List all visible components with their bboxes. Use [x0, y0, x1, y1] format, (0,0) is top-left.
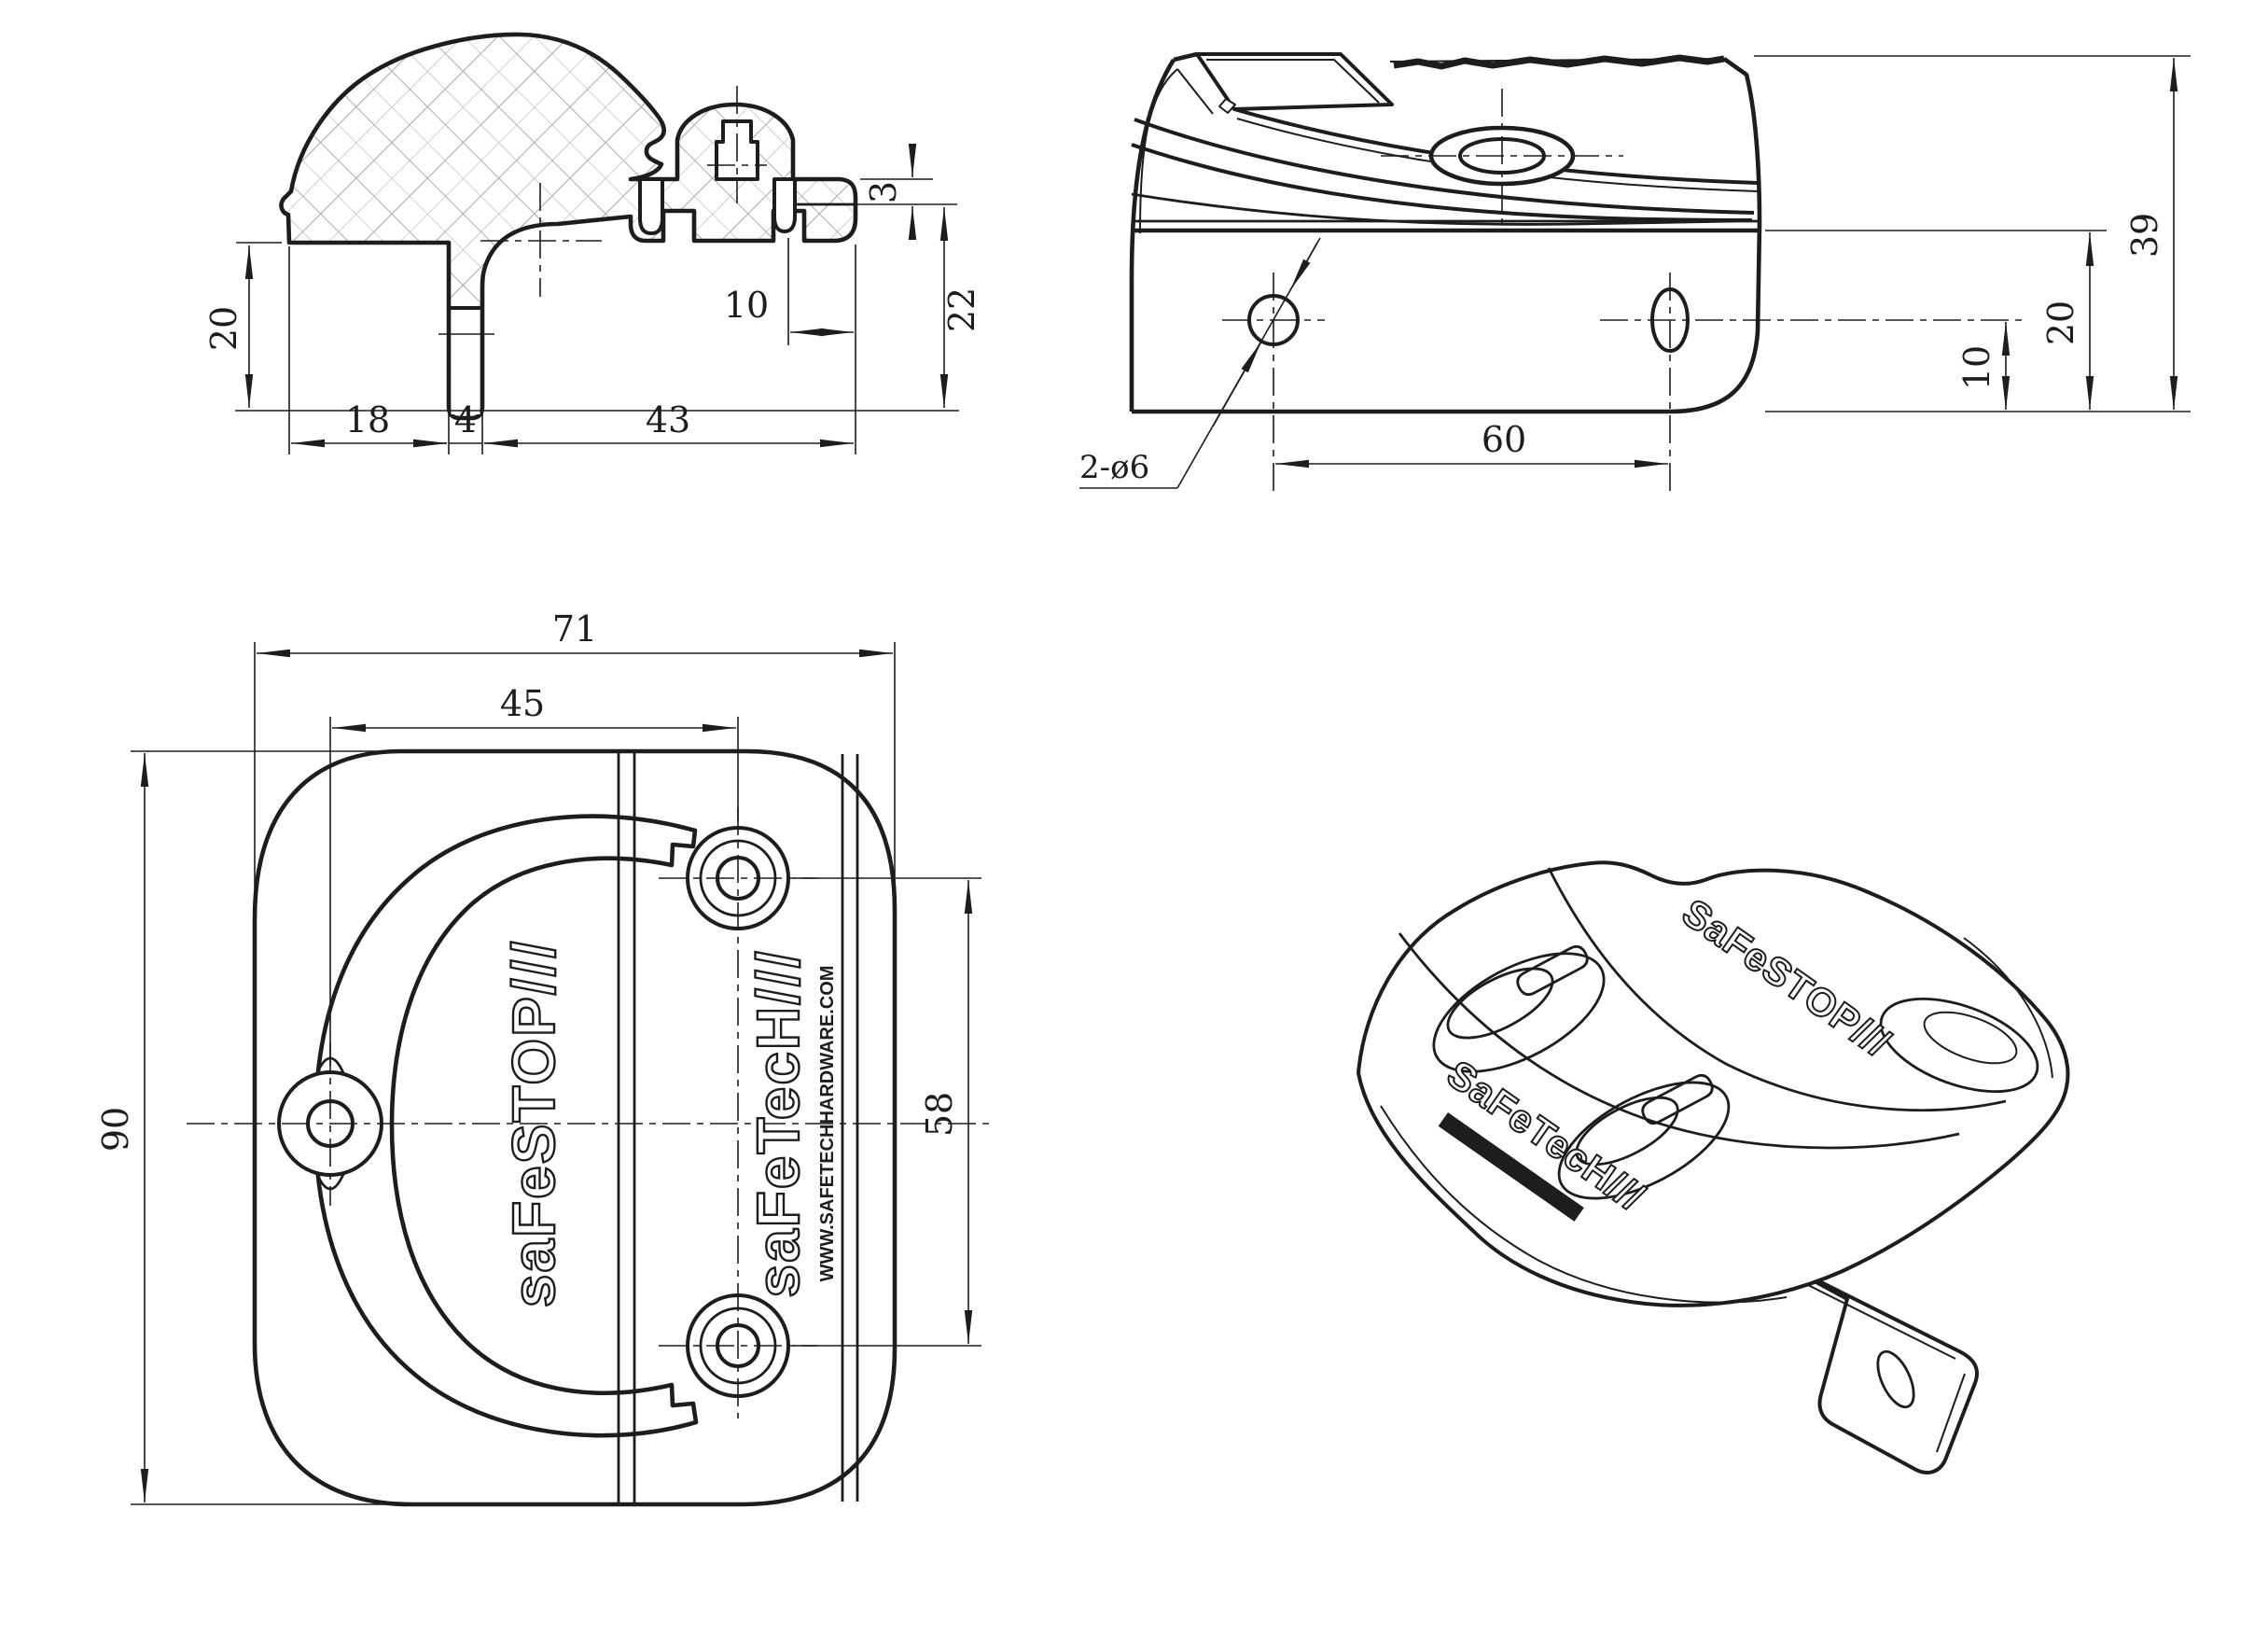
dim-label-front-10: 10	[1956, 345, 1997, 390]
iso-saddle-seams	[1398, 867, 2007, 1150]
section-leg-clear	[451, 310, 480, 414]
dim-label-section-4: 4	[454, 399, 477, 440]
dim-label-section-10: 10	[724, 285, 769, 326]
section-leg-details	[438, 306, 494, 335]
dim-section-3: 3	[863, 144, 917, 240]
section-view: 20 18 4 43 10 3 22	[203, 32, 982, 454]
front-rough-edge	[1393, 54, 1725, 70]
dim-plan-58: 58	[919, 880, 973, 1344]
iso-body-outline	[1357, 860, 2070, 1307]
plan-band	[313, 814, 699, 1438]
dim-label-plan-90: 90	[95, 1107, 136, 1152]
front-top-pad-inner	[1206, 59, 1380, 104]
iso-body-innerlines	[1380, 937, 2053, 1304]
iso-pocket-lower	[1557, 1073, 1731, 1200]
dim-plan-45: 45	[332, 683, 736, 733]
dim-section-43: 43	[484, 399, 854, 448]
dim-label-front-39: 39	[2124, 213, 2165, 258]
iso-view: SaFeSTOP/// SaFeTecH///	[1357, 860, 2070, 1474]
plan-plate-outline	[252, 748, 897, 1507]
plan-logo-safestop: saFeSTOP///	[500, 940, 567, 1307]
dim-section-4: 4	[413, 399, 518, 448]
front-hole-callout: 2-ø6	[1079, 237, 1321, 489]
front-view: 2-ø6 60 10 20 39	[1079, 51, 2191, 495]
dim-label-front-20: 20	[2040, 300, 2081, 345]
plan-centerlines	[187, 807, 989, 1418]
section-centerlines	[480, 86, 767, 297]
section-extension-lines	[235, 178, 959, 454]
front-flange-lines	[1132, 219, 1760, 233]
plan-view: saFeSTOP/// saFeTecH/// WWW.SAFETECHHARD…	[95, 608, 989, 1507]
dim-plan-71: 71	[257, 608, 893, 658]
dim-label-section-18: 18	[345, 399, 390, 440]
dim-front-60: 60	[1275, 419, 1668, 468]
front-hole-callout-label: 2-ø6	[1079, 449, 1149, 486]
front-oval-knob	[1381, 89, 1623, 224]
dim-label-plan-58: 58	[919, 1092, 960, 1137]
dim-front-39: 39	[2124, 58, 2178, 410]
front-hole-centerlines	[1222, 273, 2023, 495]
dim-label-section-3: 3	[863, 181, 904, 203]
dim-label-section-43: 43	[646, 399, 690, 440]
iso-pocket-upper	[1432, 944, 1606, 1073]
iso-pocket-right	[1879, 997, 2039, 1094]
front-body-outline	[1129, 51, 1762, 414]
front-top-pad	[1195, 52, 1394, 111]
dim-front-10: 10	[1956, 322, 2011, 410]
dim-label-plan-71: 71	[552, 608, 597, 650]
plan-logo-safetech: saFeTecH///	[744, 950, 812, 1298]
front-extension-lines	[1754, 55, 2191, 412]
dim-label-plan-45: 45	[500, 683, 545, 724]
dim-section-20: 20	[203, 245, 254, 408]
dim-section-18: 18	[291, 399, 447, 448]
dim-label-section-22: 22	[941, 287, 982, 332]
dim-section-10: 10	[724, 285, 854, 337]
dim-section-22: 22	[939, 207, 982, 408]
iso-website-bar	[1438, 1112, 1584, 1222]
section-profile-outline	[279, 32, 858, 421]
dim-plan-90: 90	[95, 753, 149, 1502]
section-channel-left	[638, 177, 664, 235]
section-channel-right	[772, 177, 797, 233]
plan-website-text: WWW.SAFETECHHARDWARE.COM	[817, 966, 838, 1282]
dim-label-section-20: 20	[203, 306, 244, 351]
dim-label-front-60: 60	[1482, 419, 1526, 460]
front-pad-notch	[1218, 98, 1236, 114]
dim-front-20: 20	[2040, 232, 2094, 410]
plan-extension-lines	[131, 642, 981, 1505]
